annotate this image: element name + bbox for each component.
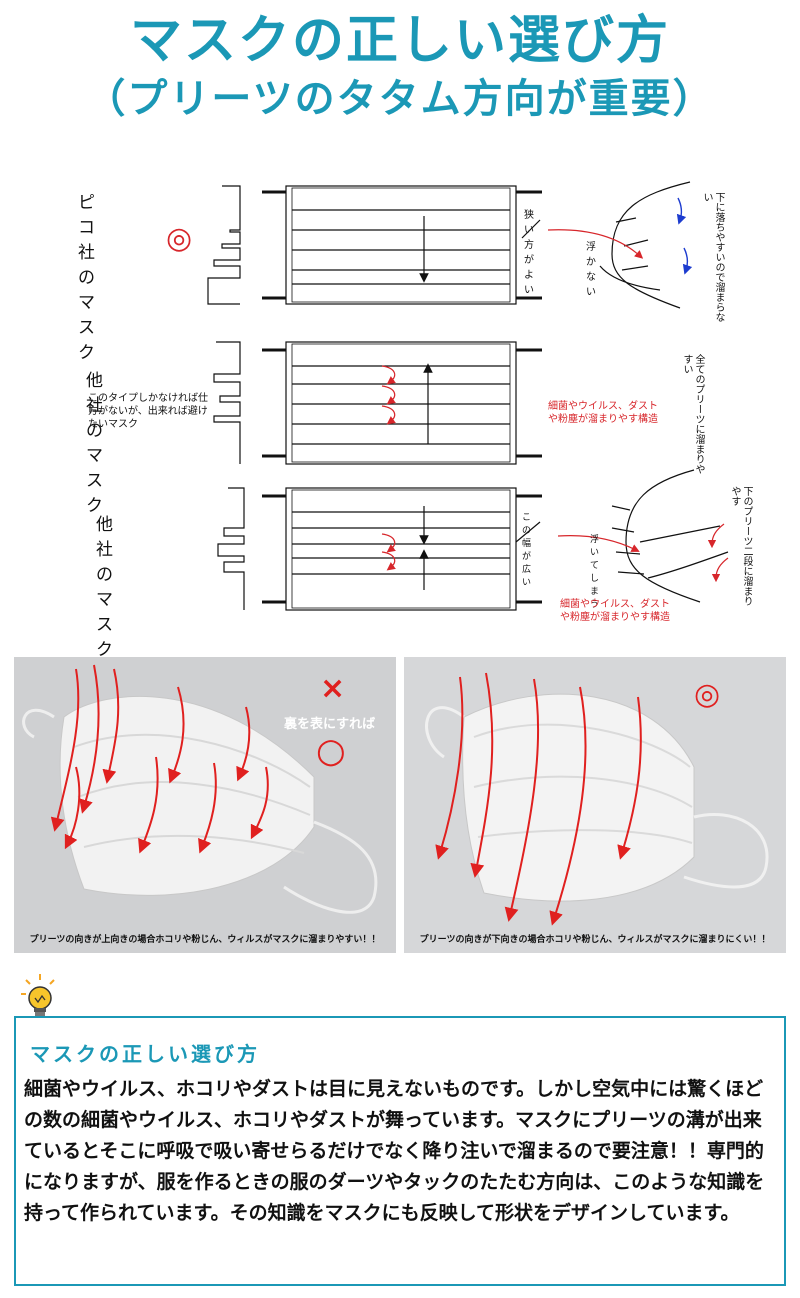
note-floats-up: 浮いてしまう (590, 535, 600, 610)
page-subtitle: （プリーツのタタム方向が重要） (85, 76, 715, 122)
note-vertical-3: 下のプリーツ二段に溜まりやす (729, 486, 752, 606)
section3-warning: 細菌やウイルス、ダストや粉塵が溜まりやす構造 (560, 599, 670, 623)
info-body: 細菌やウイルス、ホコリやダストは目に見えないものです。しかし空気中には驚くほどの… (24, 1078, 765, 1224)
diagram-lines (207, 181, 729, 611)
photo-pleats-up: × 裏を表にすれば ○ プリーツの向きが上向きの場合ホコリや粉じん、ウィルスがマ… (14, 657, 396, 953)
section2-sub-note: このタイプしかなければ仕方がないが、出来れば避けたいマスク (88, 393, 208, 430)
lightbulb-icon (21, 974, 55, 1016)
mask-illustration-right (404, 657, 786, 953)
mask-diagram-1 (207, 181, 691, 309)
page-title: マスクの正しい選び方 (129, 11, 670, 71)
circle-icon: ○ (316, 731, 346, 771)
double-circle-icon: ◎ (166, 221, 193, 256)
note-vertical-2: 全てのプリーツに溜まりやすい (681, 354, 704, 474)
photo-pleats-down: ◎ プリーツの向きが下向きの場合ホコリや粉じん、ウィルスがマスクに溜まりにくい！… (404, 657, 786, 953)
section2-label: 他社のマスク (86, 371, 103, 516)
info-box: マスクの正しい選び方 細菌やウイルス、ホコリやダストは目に見えないものです。しか… (14, 1016, 786, 1286)
note-no-float: 浮かない (586, 242, 596, 298)
section2-warning: 細菌やウイルス、ダストや粉塵が溜まりやす構造 (548, 401, 658, 425)
note-wide: この幅が広い (522, 513, 532, 588)
cross-icon: × (320, 671, 346, 706)
section3-label: 他社のマスク (96, 515, 113, 660)
info-title: マスクの正しい選び方 (30, 1042, 260, 1066)
mask-illustration-left (14, 657, 396, 953)
mask-diagram-2 (213, 341, 542, 465)
flip-label: 裏を表にすれば (284, 717, 376, 732)
section1-label: ピコ社のマスク (78, 193, 95, 363)
note-vertical-1: 下に落ちやすいので溜まらない (701, 192, 724, 322)
note-narrow: 狭い方がよい (524, 210, 534, 296)
mask-diagram-3 (217, 469, 729, 611)
caption-left: プリーツの向きが上向きの場合ホコリや粉じん、ウィルスがマスクに溜まりやすい！！ (29, 935, 381, 945)
caption-right: プリーツの向きが下向きの場合ホコリや粉じん、ウィルスがマスクに溜まりにくい！！ (419, 935, 771, 945)
double-circle-icon: ◎ (694, 677, 721, 712)
